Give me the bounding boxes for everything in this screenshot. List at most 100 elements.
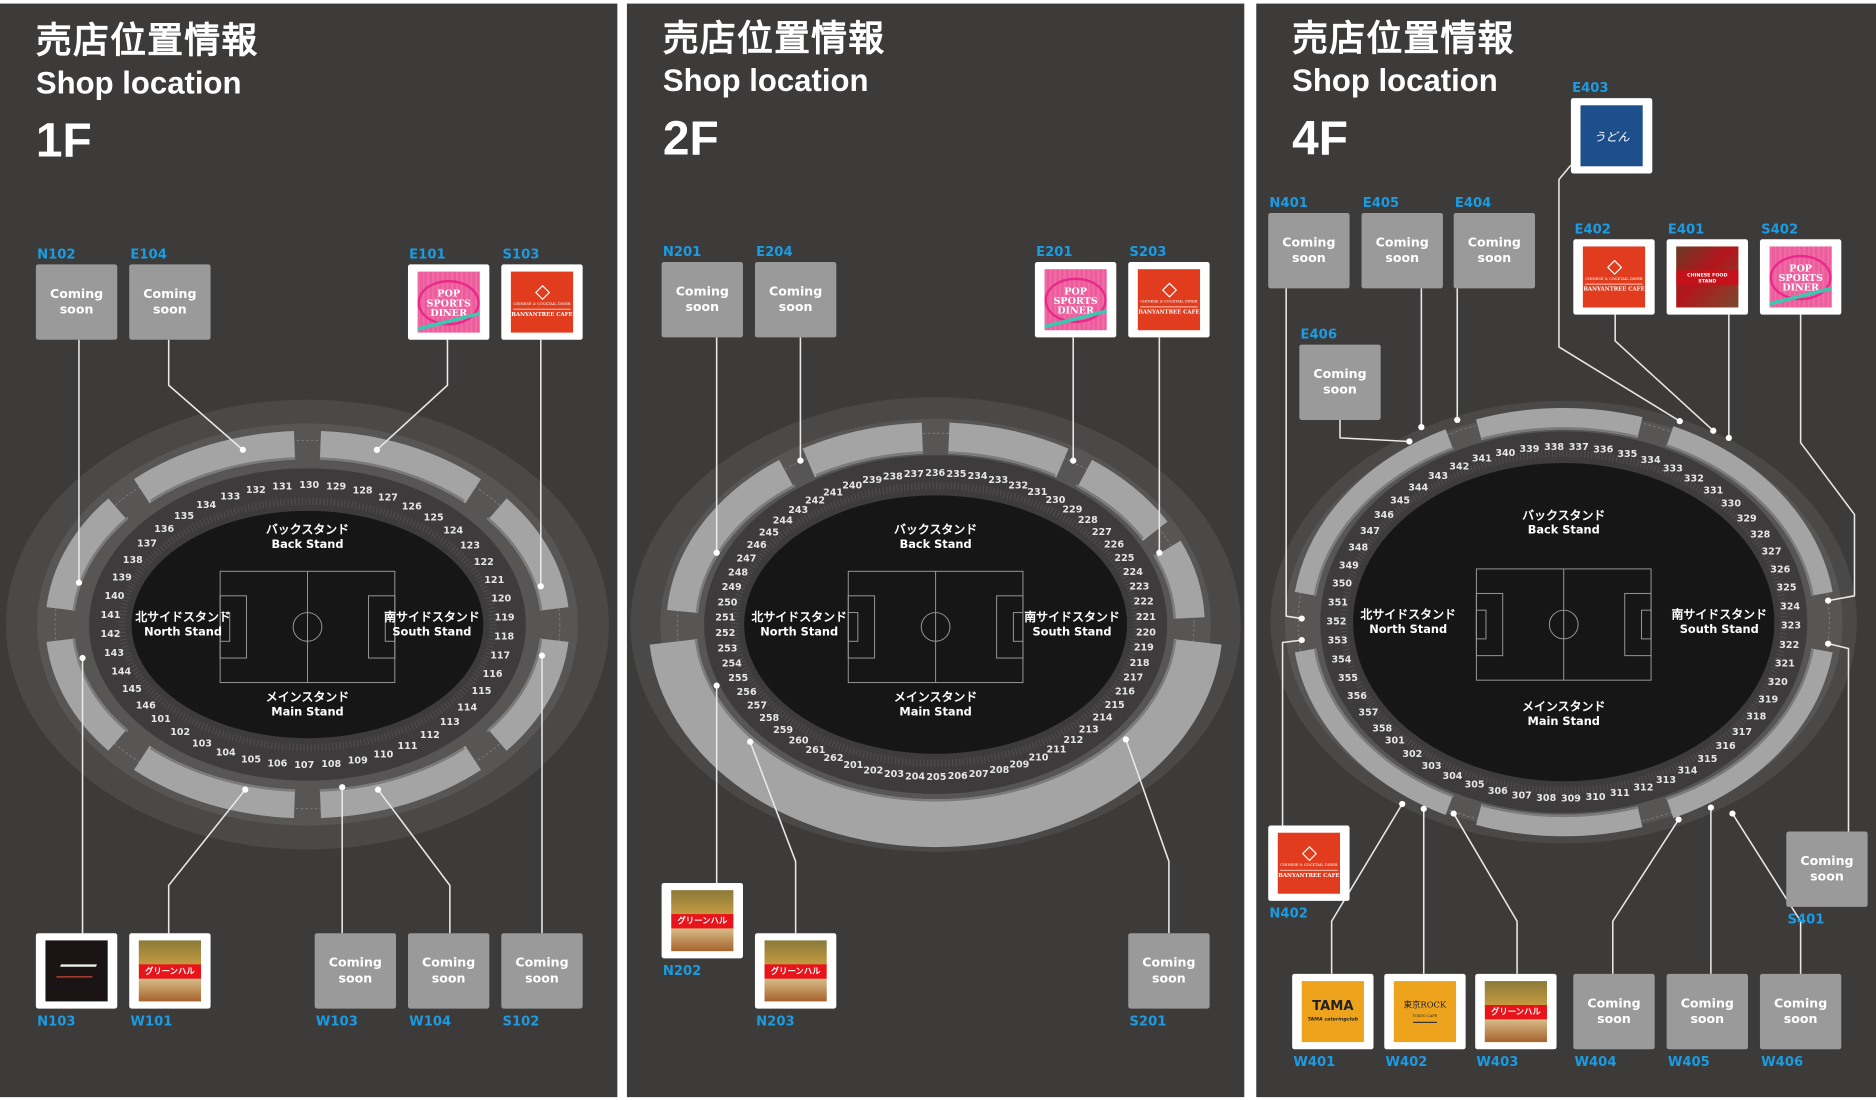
shop-n102[interactable]: Coming soon — [35, 264, 118, 340]
section-number: 129 — [326, 482, 346, 493]
stand-label-main-en: Main Stand — [1528, 714, 1600, 728]
shop-s102[interactable]: Coming soon — [501, 933, 583, 1009]
pop-sports-diner-logo: POP SPORTS DINER — [1769, 246, 1832, 308]
stand-block-edge — [1313, 446, 1455, 596]
shop-id-label: E204 — [756, 244, 793, 260]
shop-w405[interactable]: Coming soon — [1666, 973, 1748, 1050]
section-number: 233 — [988, 475, 1008, 486]
section-number: 250 — [717, 597, 737, 608]
shop-w101[interactable]: グリーンハル — [129, 933, 211, 1009]
shop-e406[interactable]: Coming soon — [1299, 344, 1381, 420]
shop-location-dot — [1406, 438, 1413, 445]
section-number: 246 — [747, 540, 767, 551]
shop-s402[interactable]: POP SPORTS DINER — [1759, 239, 1842, 315]
shop-id-label: E405 — [1362, 195, 1400, 211]
shop-n202[interactable]: グリーンハル — [661, 882, 743, 959]
section-number: 336 — [1593, 445, 1613, 456]
shop-s201[interactable]: Coming soon — [1128, 933, 1210, 1009]
section-number: 210 — [1028, 753, 1048, 764]
stand-block-edge — [319, 457, 466, 502]
goal-area-right — [384, 612, 396, 642]
section-number: 307 — [1512, 791, 1532, 802]
shop-n203[interactable]: グリーンハル — [754, 933, 837, 1009]
shop-w103[interactable]: Coming soon — [314, 933, 397, 1009]
stand-block — [1077, 459, 1168, 542]
shop-location-dot — [339, 784, 346, 791]
title-jp: 売店位置情報 — [1292, 17, 1515, 60]
shop-w404[interactable]: Coming soon — [1573, 973, 1655, 1050]
stand-label-main-en: Main Stand — [899, 704, 971, 718]
shop-w403[interactable]: グリーンハル — [1475, 973, 1557, 1050]
shop-n103[interactable] — [35, 933, 118, 1009]
shop-s401[interactable]: Coming soon — [1786, 831, 1868, 907]
shop-location-dot — [713, 682, 720, 689]
section-number: 240 — [842, 481, 862, 492]
shop-e101[interactable]: POP SPORTS DINER — [407, 264, 490, 340]
section-number: 121 — [484, 575, 504, 586]
section-number: 124 — [443, 526, 463, 537]
shop-id-label: N203 — [756, 1013, 795, 1029]
logo-text: グリーンハル — [764, 963, 827, 979]
stand-block-edge — [727, 484, 796, 540]
section-number: 123 — [460, 541, 480, 552]
shop-e401[interactable]: CHINESE FOOD STAND — [1666, 239, 1748, 315]
shop-e403[interactable]: うどん — [1570, 98, 1653, 174]
section-number: 145 — [122, 684, 142, 695]
logo-text: うどん — [1593, 131, 1630, 145]
section-number: 349 — [1339, 560, 1359, 571]
center-circle — [920, 612, 951, 642]
section-number: 116 — [483, 669, 503, 680]
section-number: 302 — [1402, 749, 1422, 760]
shop-location-dot — [1450, 810, 1457, 817]
shop-e405[interactable]: Coming soon — [1361, 212, 1443, 289]
shop-location-dot — [373, 446, 380, 453]
section-number: 226 — [1104, 539, 1124, 550]
section-number: 325 — [1777, 583, 1797, 594]
shop-location-dot — [1298, 636, 1305, 644]
section-number: 141 — [101, 610, 121, 621]
leader-line — [376, 339, 449, 451]
section-number: 329 — [1737, 513, 1757, 524]
section-number: 249 — [722, 582, 742, 593]
shop-location-dot — [1156, 549, 1163, 556]
shop-id-label: N103 — [37, 1013, 76, 1029]
shop-w104[interactable]: Coming soon — [407, 933, 490, 1009]
section-number: 258 — [759, 713, 779, 724]
shop-id-label: E406 — [1300, 326, 1337, 343]
shop-n201[interactable]: Coming soon — [661, 262, 743, 338]
logo-subtext: CHINESE & COCKTAIL DINER — [1585, 276, 1643, 285]
shop-e104[interactable]: Coming soon — [129, 264, 211, 340]
brush-lettering-icon — [56, 964, 97, 978]
section-number: 130 — [299, 480, 319, 491]
shop-id-label: S201 — [1129, 1013, 1167, 1029]
shop-location-dot — [1725, 434, 1732, 442]
shop-id-label: N401 — [1269, 195, 1308, 211]
shop-w406[interactable]: Coming soon — [1759, 973, 1842, 1050]
shop-e204[interactable]: Coming soon — [754, 262, 837, 338]
green-haru-logo: グリーンハル — [671, 890, 734, 952]
section-number: 202 — [863, 765, 883, 776]
leader-line — [1281, 639, 1302, 826]
section-number: 104 — [216, 748, 236, 759]
shop-location-dot — [747, 738, 754, 745]
section-number: 317 — [1732, 727, 1752, 738]
section-number: 133 — [220, 491, 240, 502]
stand-block-edge — [815, 451, 924, 477]
shop-n401[interactable]: Coming soon — [1268, 212, 1350, 289]
stand-label-back-jp: バックスタンド — [1522, 508, 1605, 522]
shop-e404[interactable]: Coming soon — [1453, 212, 1536, 289]
shop-e201[interactable]: POP SPORTS DINER — [1034, 262, 1117, 338]
section-number: 348 — [1348, 543, 1368, 554]
section-number: 117 — [490, 650, 510, 661]
section-number: 201 — [843, 760, 863, 771]
stand-block — [133, 745, 296, 819]
